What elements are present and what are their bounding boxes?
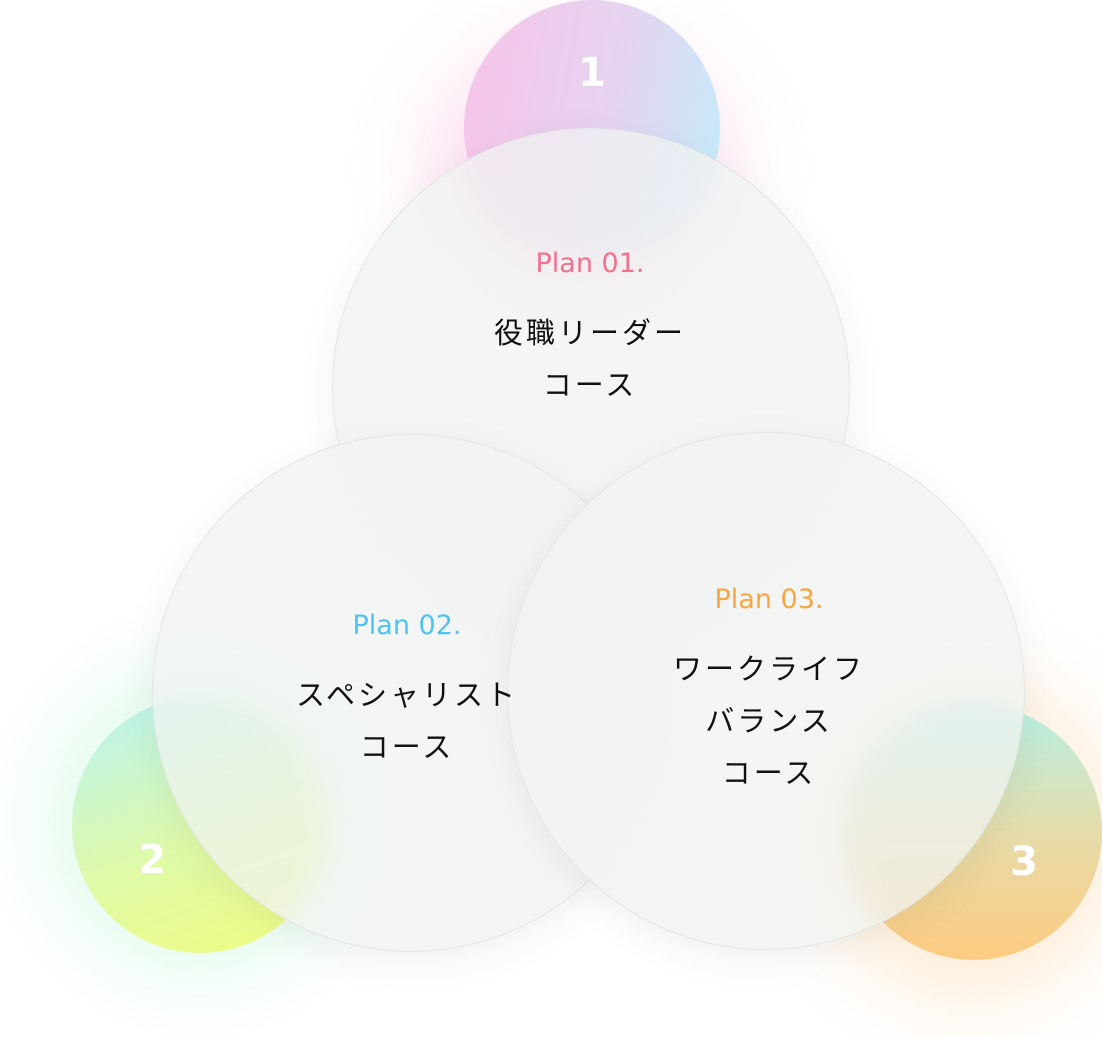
plan-circle-3 xyxy=(507,432,1025,950)
plan-2-name-line-2: コース xyxy=(359,730,455,764)
plan-2-title: Plan 02. xyxy=(352,610,462,641)
plan-1-title: Plan 01. xyxy=(535,248,645,279)
plan-1-name-line-2: コース xyxy=(542,368,638,402)
plan-2-name-line-1: スペシャリスト xyxy=(296,678,518,712)
number-3: 3 xyxy=(1010,839,1038,885)
number-2: 2 xyxy=(138,837,166,883)
plan-3-title: Plan 03. xyxy=(714,584,824,615)
plan-3-name-line-2: バランス xyxy=(705,704,833,738)
plan-3-name-line-1: ワークライフ xyxy=(672,652,865,686)
number-1: 1 xyxy=(578,50,606,96)
plan-3-name-line-3: コース xyxy=(721,756,817,790)
plan-3-label: Plan 03. ワークライフ バランス コース xyxy=(589,584,949,799)
plan-1-name-line-1: 役職リーダー xyxy=(493,316,686,350)
plan-2-label: Plan 02. スペシャリスト コース xyxy=(227,610,587,773)
plan-1-label: Plan 01. 役職リーダー コース xyxy=(410,248,770,411)
